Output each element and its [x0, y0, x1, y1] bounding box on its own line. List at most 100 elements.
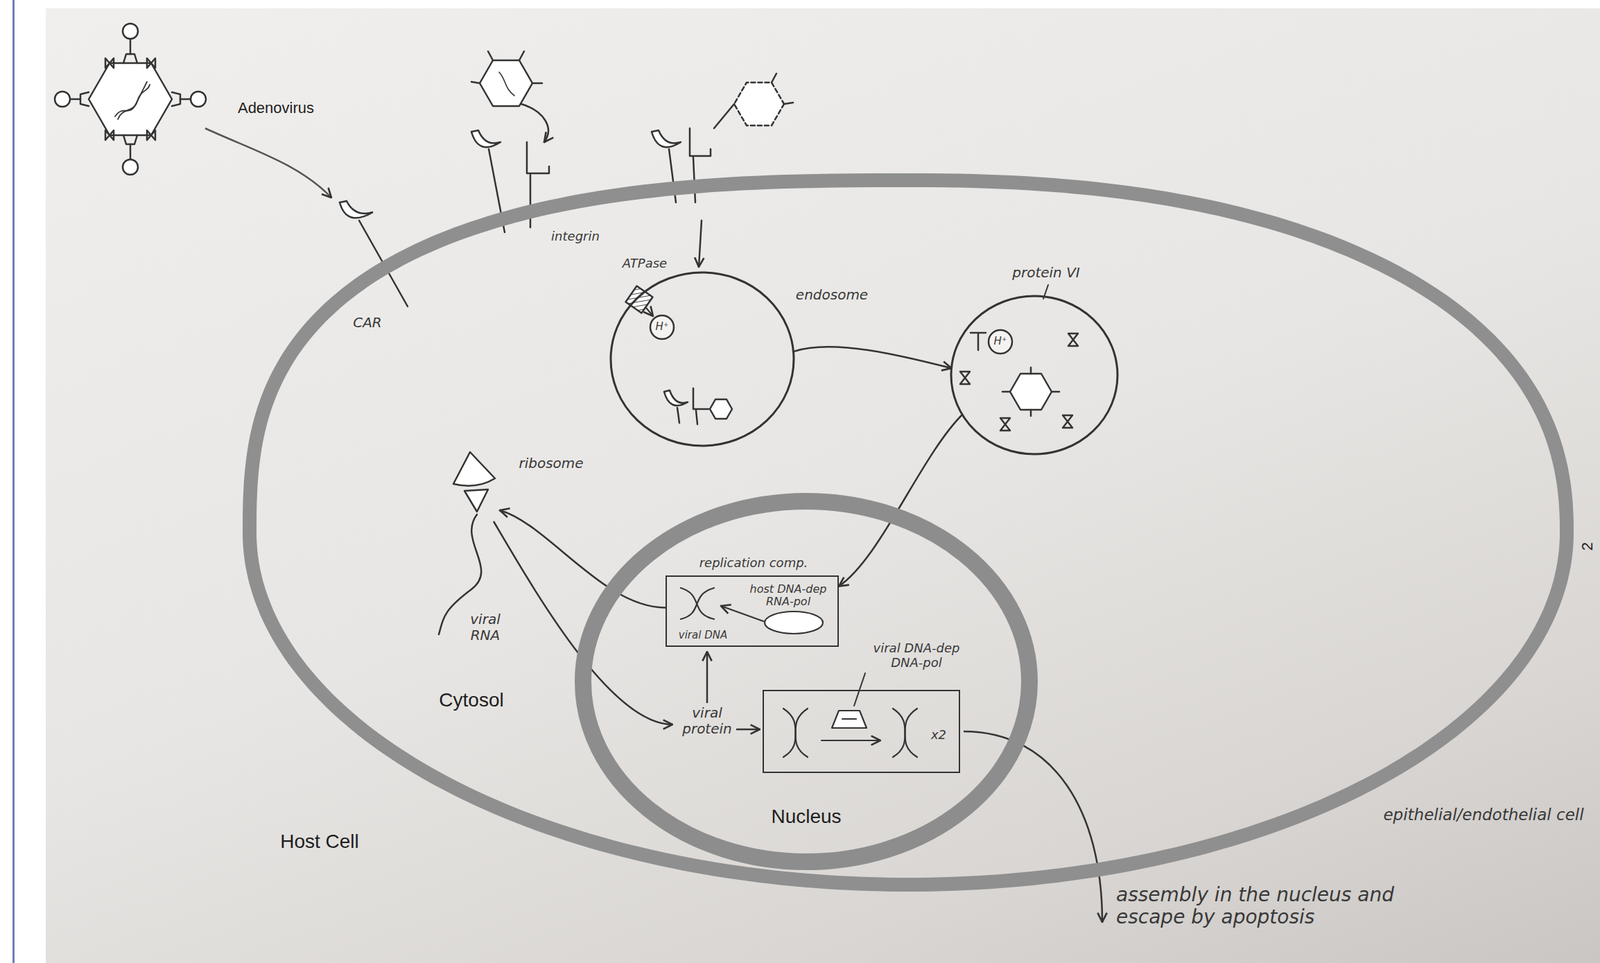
nucleus: Nucleus replication comp. host DNA-dep RNA… [583, 501, 1030, 862]
endosome-contents [625, 286, 733, 425]
adenovirus-figure-part [54, 91, 71, 107]
margin-line [12, 0, 15, 963]
car-receptor-part [339, 201, 373, 218]
nucleus-label: Nucleus [770, 805, 841, 828]
adenovirus-figure [54, 23, 206, 175]
adenovirus-figure-part [146, 130, 156, 141]
receptor-label: integrin [551, 229, 600, 245]
host-cell-outline [249, 180, 1567, 885]
bound-virus-group-part [651, 130, 681, 147]
adenovirus-figure-part [115, 81, 147, 117]
dna-replication-contents-part [892, 708, 918, 758]
endosome-contents-part [970, 332, 986, 351]
virus-receptor-group-part [471, 130, 501, 147]
receptor-label: CAR [352, 314, 382, 331]
endosome-contents-part [696, 410, 698, 425]
virus-receptor-group-part [471, 51, 543, 84]
endosome-contents-part [664, 390, 688, 406]
virus-receptor-group-part [479, 60, 533, 107]
endosome-label: endosome [795, 287, 868, 303]
endosome-membrane [610, 272, 794, 446]
replication-contents-part [680, 587, 715, 620]
adenovirus-figure-part [123, 135, 138, 145]
host-cell-label: Host Cell [280, 830, 360, 853]
bound-virus-group-part [734, 82, 785, 126]
adenovirus-figure-part [180, 98, 191, 101]
virus-receptor-group-part [529, 174, 532, 228]
ribosome-outline [449, 449, 500, 526]
adenovirus-figure-part [171, 92, 181, 107]
protein-label: viral protein [677, 705, 737, 737]
dna-replication-contents-part [783, 708, 808, 758]
adenovirus-figure-part [105, 58, 114, 68]
binding-arrow [205, 128, 332, 198]
endosome-contents-part [709, 399, 733, 419]
nuclear-envelope [583, 501, 1030, 862]
dna-replication-contents-part [831, 710, 867, 728]
replication-contents-part [680, 587, 715, 620]
endosome-contents-part [1010, 373, 1052, 410]
endosome-contents-part [1000, 418, 1011, 431]
bound-virus-group-part [698, 220, 702, 267]
proton-label: H⁺ [655, 320, 669, 333]
adenovirus-figure-part [123, 54, 138, 64]
virus-receptor-group-part [521, 103, 549, 143]
endosome-outline [610, 272, 794, 446]
escape-arrow [963, 731, 1103, 923]
adenovirus-figure-part [122, 23, 138, 39]
dna-replication-box-label: x2 [931, 727, 947, 743]
adenovirus-figure-part [129, 144, 132, 160]
endosome-membrane [951, 296, 1118, 455]
virus-receptor-group-part [499, 72, 515, 96]
replication-box-label: replication comp. [699, 555, 809, 571]
endosome: endosome [610, 272, 794, 446]
virus-receptor-group-part [526, 142, 550, 174]
endosome-contents-part [1002, 367, 1060, 416]
adenovirus-figure-part [117, 84, 150, 120]
proton-label: H⁺ [993, 335, 1007, 348]
adenovirus-figure-part [146, 58, 156, 68]
replication-box-label: viral DNA [678, 629, 728, 642]
protein-arrow [736, 728, 760, 731]
adenovirus-figure-part [88, 63, 172, 136]
ribosome-subunit [453, 451, 495, 486]
adenovirus-figure-part [70, 98, 81, 101]
ribosome: ribosome [449, 449, 500, 526]
bound-virus-group [651, 73, 794, 267]
dna-replication-contents-part [842, 718, 857, 720]
cell-membrane [249, 180, 1567, 885]
dna-replication-box: viral DNA-dep DNA-polx2 [762, 689, 961, 773]
page-number: 2 [1578, 542, 1596, 551]
host-cell-label: Cytosol [438, 689, 504, 712]
endosome-contents-part [960, 371, 970, 385]
endosome-contents-part [646, 307, 654, 317]
replication-contents-part [764, 611, 823, 634]
dna-replication-box-label: viral DNA-dep DNA-pol [857, 641, 976, 670]
endosome-contents-part [677, 407, 680, 423]
endosome-contents-part [1068, 333, 1078, 346]
endosome-label: protein VI [1012, 264, 1080, 281]
endosome-contents-part [988, 329, 1013, 354]
flow-arrow [793, 346, 952, 369]
endosome-contents-part [1062, 415, 1073, 428]
endosome-contents-part [650, 315, 674, 339]
assembly-note: assembly in the nucleus and escape by ap… [1116, 883, 1397, 929]
endosome: protein VI [951, 296, 1118, 455]
replication-box-label: host DNA-dep RNA-pol [741, 583, 836, 609]
adenovirus-figure-part [105, 130, 114, 141]
figure-label: Adenovirus [237, 99, 315, 117]
replication-contents-part [720, 605, 764, 622]
adenovirus-figure-part [190, 91, 206, 107]
rna-label: viral RNA [463, 611, 507, 644]
adenovirus-figure-part [80, 92, 89, 107]
dna-replication-contents [783, 673, 918, 758]
adenovirus-figure-part [129, 38, 132, 55]
cell-type-note: epithelial/endothelial cell [1376, 805, 1591, 824]
protein-arrow [706, 651, 709, 703]
pump-label: ATPase [622, 256, 667, 272]
ribosome-subunit [464, 489, 489, 512]
bound-virus-group-part [689, 128, 711, 156]
adenovirus-figure-part [122, 159, 138, 175]
